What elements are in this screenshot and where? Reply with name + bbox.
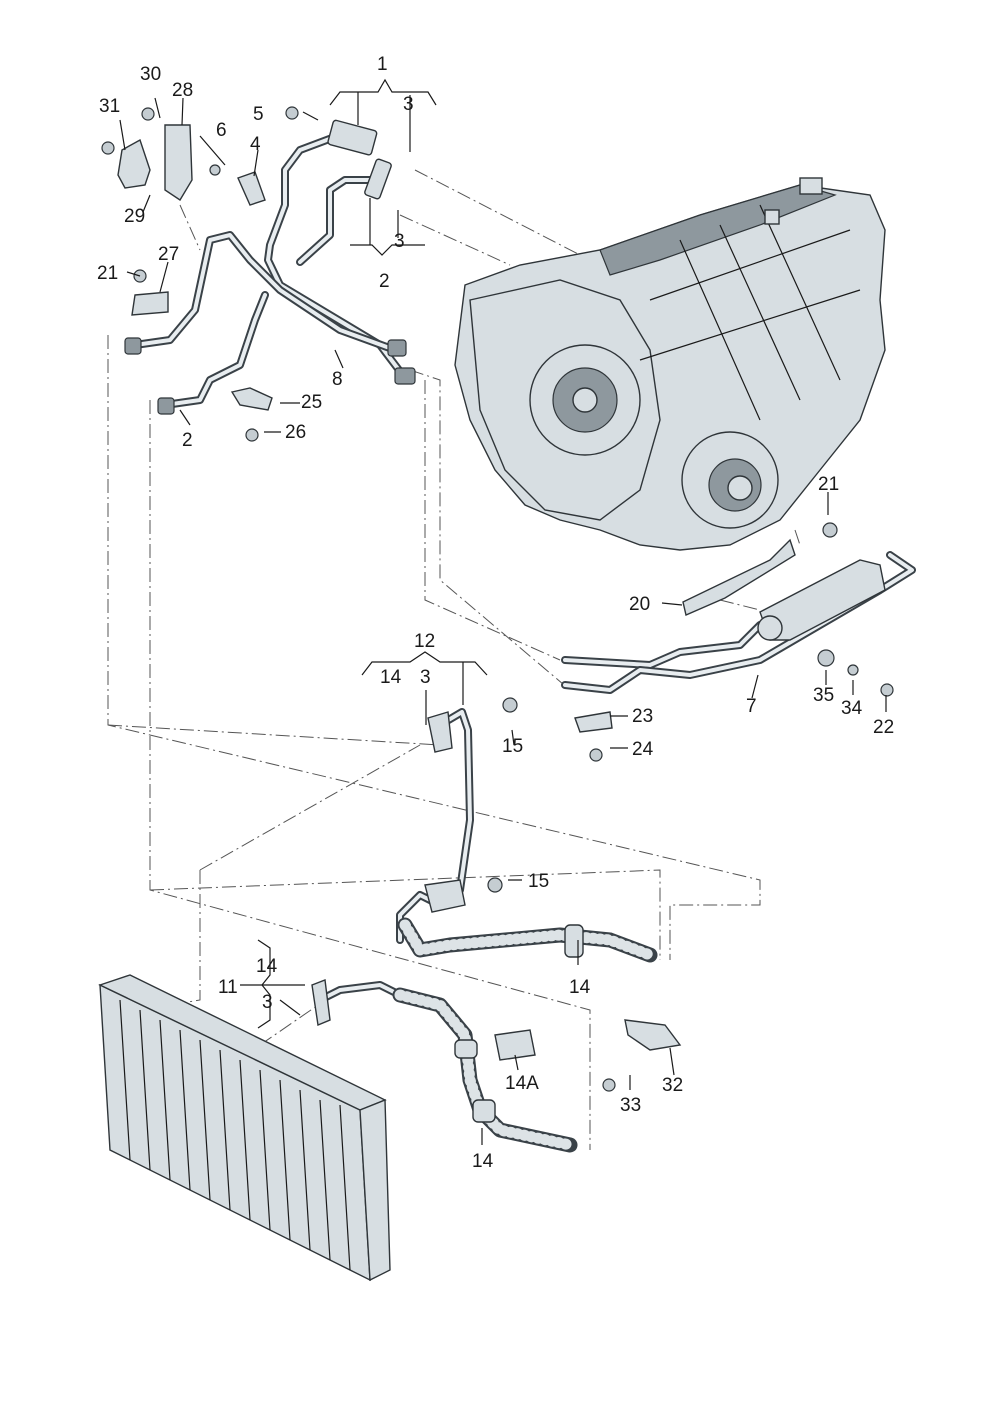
callout-4: 4 [250,134,261,155]
callout-labels: 1 2 2 3 3 3 3 4 5 6 7 8 11 12 14 14 14 1… [97,54,894,1172]
callout-2: 2 [379,271,390,292]
callout-31: 31 [99,96,120,117]
callout-3: 3 [403,94,414,115]
callout-12: 12 [414,631,435,652]
callout-2: 2 [182,430,193,451]
callout-28: 28 [172,80,193,101]
transmission-assembly [454,177,886,551]
callout-29: 29 [124,206,145,227]
callout-14A: 14A [505,1073,539,1094]
assembly-lines [107,169,801,1150]
callout-14: 14 [569,977,591,998]
callout-33: 33 [620,1095,641,1116]
callout-14: 14 [380,667,402,688]
lower-hoses [311,708,682,1153]
radiator [98,974,391,1282]
upper-brackets [101,106,894,1092]
callout-14: 14 [256,956,278,977]
callout-35: 35 [813,685,834,706]
callout-3: 3 [394,231,405,252]
callout-3: 3 [262,992,273,1013]
callout-1: 1 [377,54,388,75]
callout-8: 8 [332,369,343,390]
callout-24: 24 [632,739,654,760]
upper-hoses [124,119,416,415]
callout-26: 26 [285,422,306,443]
callout-22: 22 [873,717,894,738]
callout-20: 20 [629,594,650,615]
callout-14: 14 [472,1151,494,1172]
callout-23: 23 [632,706,653,727]
cooler-assembly [561,551,916,694]
callout-34: 34 [841,698,863,719]
callout-32: 32 [662,1075,683,1096]
callout-25: 25 [301,392,322,413]
callout-21: 21 [97,263,118,284]
callout-15: 15 [502,736,523,757]
callout-27: 27 [158,244,179,265]
callout-5: 5 [253,104,264,125]
callout-15: 15 [528,871,549,892]
callout-7: 7 [746,696,757,717]
callout-11: 11 [218,977,238,998]
callout-30: 30 [140,64,161,85]
callout-6: 6 [216,120,227,141]
callout-21: 21 [818,474,839,495]
callout-3: 3 [420,667,431,688]
leader-lines [119,78,887,1145]
